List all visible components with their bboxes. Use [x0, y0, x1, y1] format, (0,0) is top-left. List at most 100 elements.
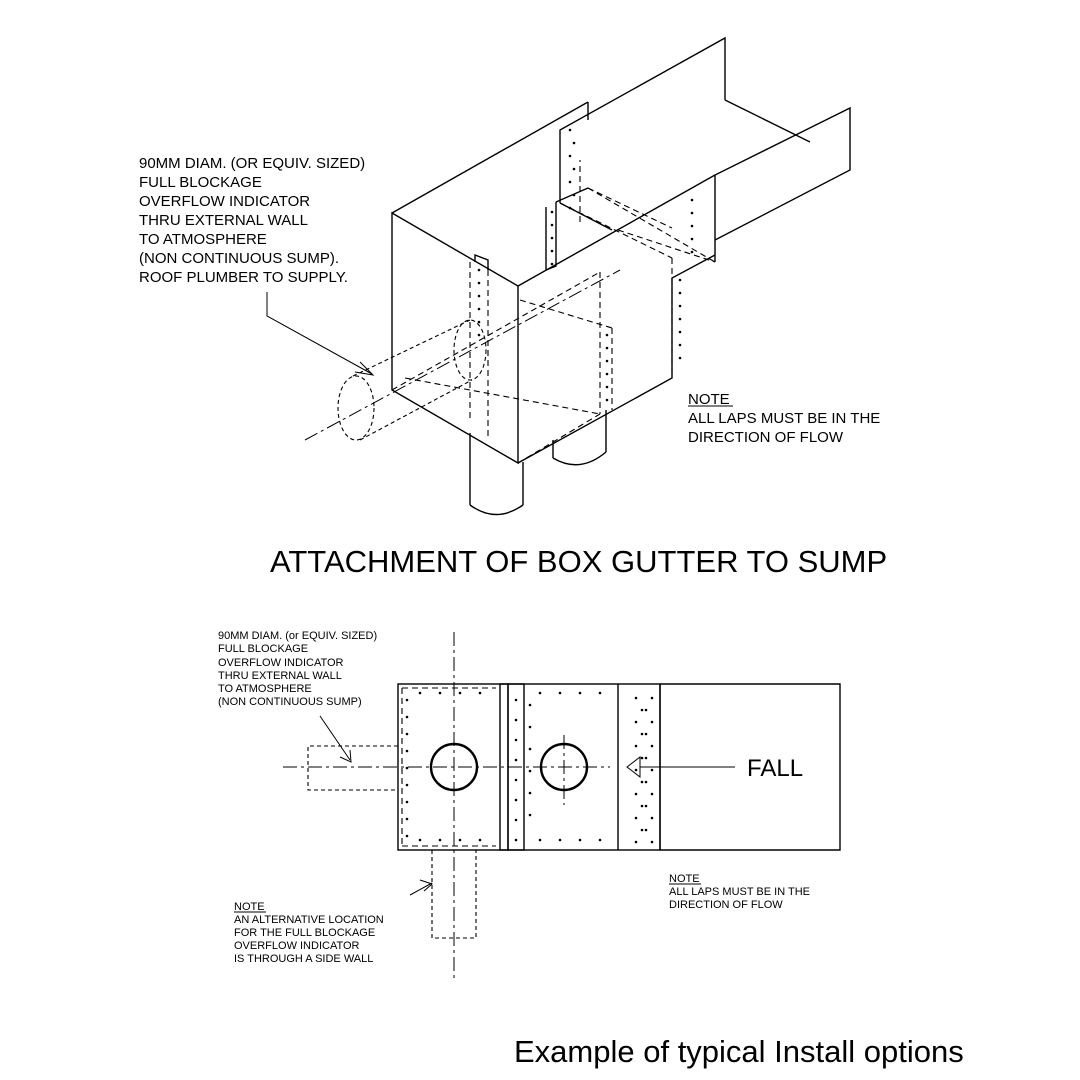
rivet-dot: [550, 210, 554, 214]
iso-note-line: ALL LAPS MUST BE IN THE: [688, 410, 880, 427]
rivet-dot: [477, 333, 481, 337]
rivet-dot: [528, 813, 532, 817]
rivet-dot: [605, 359, 609, 363]
rivet-dot: [650, 696, 654, 700]
rivet-dot: [690, 237, 694, 241]
rivet-dot: [634, 696, 638, 700]
rivet-dot: [634, 816, 638, 820]
rivet-dot: [550, 236, 554, 240]
rivet-dot: [568, 206, 572, 210]
rivet-dot: [572, 193, 576, 197]
rivet-dot: [538, 838, 542, 842]
rivet-dot: [640, 828, 644, 832]
plan-note-text: ALL LAPS MUST BE IN THE DIRECTION OF FLO…: [669, 886, 813, 911]
overflow-pipe-iso: [304, 269, 621, 441]
rivet-dot: [598, 838, 602, 842]
rivet-dot: [405, 749, 409, 753]
rivet-dot: [578, 838, 582, 842]
section-title: ATTACHMENT OF BOX GUTTER TO SUMP: [270, 544, 887, 579]
rivet-dot: [605, 372, 609, 376]
rivet-dot: [477, 294, 481, 298]
rivet-dot: [568, 154, 572, 158]
rivet-dot: [644, 708, 648, 712]
rivet-dot: [568, 128, 572, 132]
rivet-dot: [514, 758, 518, 762]
iso-callout-line: TO ATMOSPHERE: [139, 231, 267, 248]
caption: Example of typical Install options: [514, 1034, 964, 1069]
lap-rivets-plan: [405, 691, 654, 844]
lap-rivets-iso: [477, 128, 694, 402]
rivet-dot: [640, 780, 644, 784]
rivet-dot: [514, 778, 518, 782]
rivet-dot: [418, 838, 422, 842]
overflow-pipe-side: [431, 850, 477, 939]
rivet-dot: [405, 800, 409, 804]
alt-note-line: AN ALTERNATIVE LOCATION: [234, 914, 384, 926]
rivet-dot: [634, 768, 638, 772]
isometric-sump-view: 90MM DIAM. (OR EQUIV. SIZED) FULL BLOCKA…: [139, 36, 884, 516]
rivet-dot: [678, 291, 682, 295]
alt-note-line: OVERFLOW INDICATOR: [234, 940, 360, 952]
rivet-dot: [477, 320, 481, 324]
plan-note-line: ALL LAPS MUST BE IN THE: [669, 886, 810, 898]
rivet-dot: [405, 834, 409, 838]
plan-note-line: DIRECTION OF FLOW: [669, 899, 783, 911]
rivet-dot: [458, 691, 462, 695]
iso-callout-text: 90MM DIAM. (OR EQUIV. SIZED) FULL BLOCKA…: [139, 155, 369, 286]
rivet-dot: [640, 732, 644, 736]
rivet-dot: [558, 838, 562, 842]
rivet-dot: [640, 756, 644, 760]
rivet-dot: [650, 744, 654, 748]
rivet-dot: [438, 838, 442, 842]
rivet-dot: [528, 747, 532, 751]
plan-callout-line: 90MM DIAM. (or EQUIV. SIZED): [218, 630, 377, 642]
rivet-dot: [644, 828, 648, 832]
rivet-dot: [568, 180, 572, 184]
rivet-dot: [558, 691, 562, 695]
rivet-dot: [572, 167, 576, 171]
alt-note-title: NOTE: [234, 901, 265, 913]
overflow-pipe-end: [307, 745, 398, 791]
plan-callout-line: FULL BLOCKAGE: [218, 643, 308, 655]
rivet-dot: [650, 792, 654, 796]
rivet-dot: [418, 691, 422, 695]
rivet-dot: [458, 838, 462, 842]
rivet-dot: [550, 249, 554, 253]
rivet-dot: [478, 691, 482, 695]
rivet-dot: [605, 346, 609, 350]
plan-callout-line: TO ATMOSPHERE: [218, 683, 312, 695]
rivet-dot: [514, 838, 518, 842]
rivet-dot: [634, 840, 638, 844]
alt-note-line: IS THROUGH A SIDE WALL: [234, 953, 373, 965]
rivet-dot: [650, 768, 654, 772]
rivet-dot: [538, 691, 542, 695]
downpipes: [469, 410, 607, 516]
iso-callout-line: FULL BLOCKAGE: [139, 174, 262, 191]
iso-callout-line: OVERFLOW INDICATOR: [139, 193, 310, 210]
iso-note-title: NOTE: [688, 391, 730, 408]
rivet-dot: [678, 356, 682, 360]
rivet-dot: [477, 281, 481, 285]
plan-sump-view: FALL 90MM DIAM. (or EQUIV. SIZED) FULL B…: [218, 630, 841, 980]
iso-note-line: DIRECTION OF FLOW: [688, 429, 844, 446]
rivet-dot: [550, 223, 554, 227]
rivet-dot: [405, 732, 409, 736]
rivet-dot: [550, 262, 554, 266]
rivet-dot: [644, 804, 648, 808]
rivet-dot: [405, 715, 409, 719]
rivet-dot: [678, 317, 682, 321]
sump-box: [391, 101, 716, 465]
plan-callout-line: OVERFLOW INDICATOR: [218, 657, 344, 669]
rivet-dot: [650, 816, 654, 820]
iso-note-text: ALL LAPS MUST BE IN THE DIRECTION OF FLO…: [688, 410, 884, 446]
rivet-dot: [640, 804, 644, 808]
rivet-dot: [438, 691, 442, 695]
rivet-dot: [690, 211, 694, 215]
rivet-dot: [634, 792, 638, 796]
gutter-plan-outline: [660, 683, 841, 851]
rivet-dot: [514, 738, 518, 742]
rivet-dot: [528, 725, 532, 729]
rivet-dot: [690, 250, 694, 254]
rivet-dot: [650, 840, 654, 844]
rivet-dot: [640, 708, 644, 712]
